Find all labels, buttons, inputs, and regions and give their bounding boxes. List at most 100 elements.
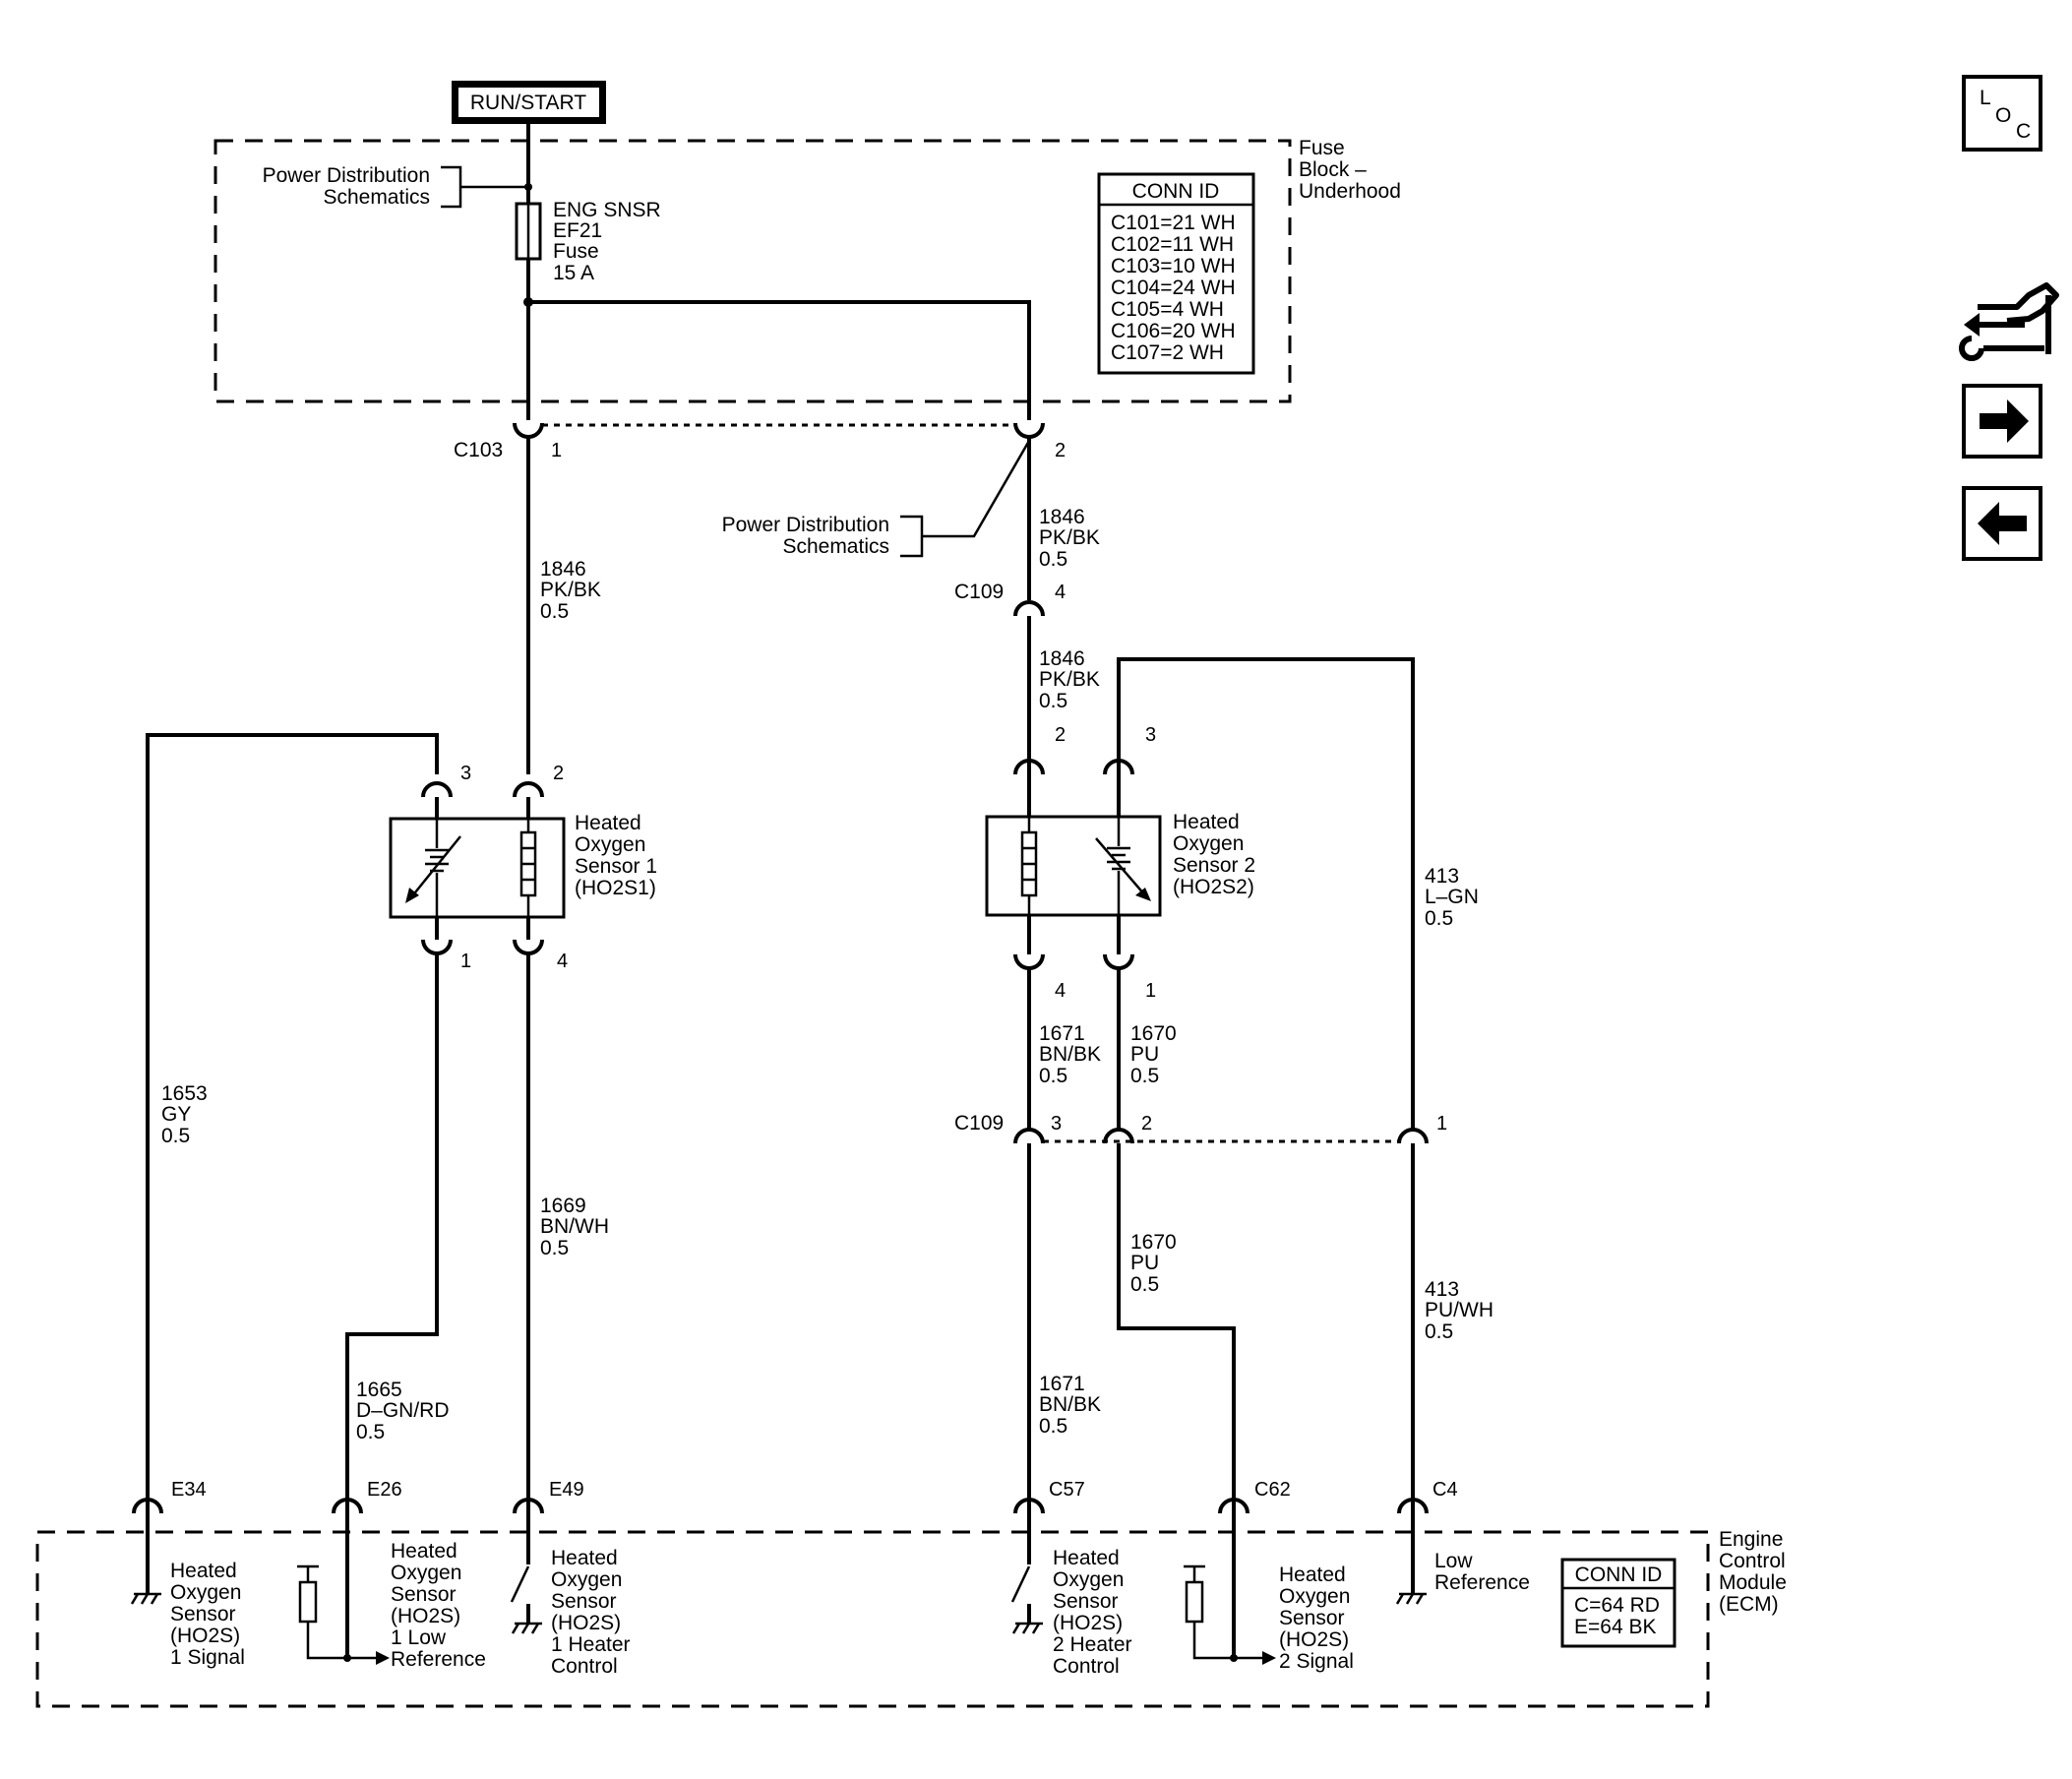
e34-desc: (HO2S) bbox=[170, 1625, 240, 1647]
ecm-border bbox=[35, 1530, 1710, 1708]
wire-label-1669: 1669 BN/WH 0.5 bbox=[540, 1195, 609, 1259]
heater-element-icon bbox=[519, 819, 537, 917]
ecm-pin-c57: C57 bbox=[1049, 1479, 1085, 1501]
ecm-pin-e34: E34 bbox=[171, 1479, 207, 1501]
e26-desc: 1 Low bbox=[391, 1626, 447, 1649]
wire-color: PU/WH bbox=[1425, 1299, 1493, 1321]
ecm-pin-e49: E49 bbox=[549, 1479, 584, 1501]
e26-desc: (HO2S) bbox=[391, 1605, 460, 1627]
component-locator-icon[interactable] bbox=[1959, 282, 2059, 361]
s1-pin-2: 2 bbox=[553, 763, 564, 784]
c103-label: C103 bbox=[454, 439, 503, 461]
wire-label-413-a: 413 L–GN 0.5 bbox=[1425, 865, 1479, 930]
wire-gauge: 0.5 bbox=[1130, 1273, 1159, 1296]
c103-pin-2: 2 bbox=[1055, 440, 1066, 461]
c62-desc: Oxygen bbox=[1279, 1585, 1350, 1608]
run-start-text: RUN/START bbox=[470, 92, 586, 114]
c57-desc: Oxygen bbox=[1053, 1568, 1124, 1591]
ground-icon bbox=[1395, 1592, 1427, 1605]
wire-gauge: 0.5 bbox=[161, 1125, 190, 1147]
sensor-element-icon bbox=[1095, 817, 1151, 915]
wire-1653 bbox=[146, 733, 439, 1545]
wire-number: 1670 bbox=[1130, 1022, 1177, 1045]
ecm-conn-id-table: CONN ID C=64 RD E=64 BK bbox=[1560, 1558, 1676, 1648]
e34-desc: Heated bbox=[170, 1560, 237, 1582]
ecm-pins: E34 E26 E49 C57 C62 C4 bbox=[132, 1479, 1458, 1514]
e34-desc: Oxygen bbox=[170, 1581, 241, 1604]
wire-color: BN/BK bbox=[1039, 1043, 1101, 1066]
sensor-element-icon bbox=[405, 819, 461, 917]
connector-c103: C103 1 2 bbox=[454, 422, 1066, 461]
fuse-block-conn-id-table: CONN ID C101=21 WH C102=11 WH C103=10 WH… bbox=[1097, 172, 1255, 375]
wire-color: PU bbox=[1130, 1252, 1159, 1274]
wire-label-1670-a: 1670 PU 0.5 bbox=[1130, 1022, 1177, 1087]
ground-icon bbox=[130, 1592, 161, 1605]
conn-id-item: C102=11 WH bbox=[1111, 233, 1234, 256]
wire-fuse-to-c103-2 bbox=[528, 300, 1031, 420]
wire-color: BN/BK bbox=[1039, 1393, 1101, 1416]
e26-desc: Reference bbox=[391, 1648, 486, 1671]
e49-circuit: Heated Oxygen Sensor (HO2S) 1 Heater Con… bbox=[510, 1532, 631, 1678]
c62-circuit: Heated Oxygen Sensor (HO2S) 2 Signal bbox=[1184, 1532, 1354, 1673]
c57-desc: Heated bbox=[1053, 1547, 1120, 1569]
e34-desc: 1 Signal bbox=[170, 1646, 245, 1669]
back-arrow-icon[interactable] bbox=[1962, 486, 2042, 561]
wire-label-1671-a: 1671 BN/BK 0.5 bbox=[1039, 1022, 1101, 1087]
c62-desc: Heated bbox=[1279, 1564, 1346, 1586]
ecm-label-line: (ECM) bbox=[1719, 1593, 1779, 1616]
c109-pin-2: 2 bbox=[1141, 1113, 1152, 1135]
wire-color: D–GN/RD bbox=[356, 1399, 450, 1422]
c109-bottom-label: C109 bbox=[954, 1112, 1004, 1135]
wire-1665 bbox=[345, 954, 439, 1545]
c109-top-label: C109 bbox=[954, 581, 1004, 603]
wire-number: 1669 bbox=[540, 1195, 586, 1217]
ecm-pin-c62: C62 bbox=[1254, 1479, 1291, 1501]
fuse-block-border bbox=[213, 139, 1292, 403]
run-start-label: RUN/START bbox=[452, 81, 606, 124]
fuse-block-label: Fuse Block – Underhood bbox=[1299, 137, 1401, 203]
loc-icon[interactable]: L O C bbox=[1962, 75, 2042, 152]
wire-label-413-b: 413 PU/WH 0.5 bbox=[1425, 1278, 1493, 1343]
e26-desc: Sensor bbox=[391, 1583, 457, 1606]
s1-pin-1: 1 bbox=[460, 951, 471, 972]
ecm-conn-id-item: C=64 RD bbox=[1574, 1594, 1660, 1617]
wire-number: 413 bbox=[1425, 865, 1459, 888]
e49-desc: Control bbox=[551, 1655, 618, 1678]
c4-desc: Low bbox=[1434, 1550, 1473, 1572]
resistor-icon bbox=[1185, 1580, 1204, 1624]
c57-desc: 2 Heater bbox=[1053, 1633, 1132, 1656]
ecm-conn-id-item: E=64 BK bbox=[1574, 1616, 1656, 1638]
conn-id-item: C104=24 WH bbox=[1111, 276, 1236, 299]
fuse-block-label-1: Fuse bbox=[1299, 137, 1345, 159]
wire-label-1671-b: 1671 BN/BK 0.5 bbox=[1039, 1373, 1101, 1438]
arrow-icon bbox=[376, 1651, 390, 1665]
power-distribution-ref-mid: Power Distribution Schematics bbox=[722, 440, 1031, 558]
next-arrow-icon[interactable] bbox=[1962, 384, 2042, 459]
fuse-label-2: EF21 bbox=[553, 219, 602, 242]
c109-pin-1: 1 bbox=[1436, 1113, 1447, 1135]
wire-gauge: 0.5 bbox=[356, 1421, 385, 1443]
e26-circuit: Heated Oxygen Sensor (HO2S) 1 Low Refere… bbox=[297, 1532, 486, 1671]
c57-desc: (HO2S) bbox=[1053, 1612, 1123, 1634]
e26-desc: Oxygen bbox=[391, 1562, 461, 1584]
sensor1-label: (HO2S1) bbox=[575, 877, 656, 899]
c4-circuit: Low Reference bbox=[1395, 1532, 1530, 1605]
sensor1-label: Oxygen bbox=[575, 833, 645, 856]
wire-gauge: 0.5 bbox=[1425, 1320, 1453, 1343]
wire-label-1846-b: 1846 PK/BK 0.5 bbox=[1039, 506, 1100, 571]
e49-desc: 1 Heater bbox=[551, 1633, 631, 1656]
conn-id-title: CONN ID bbox=[1132, 180, 1220, 203]
sensor1-label: Sensor 1 bbox=[575, 855, 657, 878]
fuse-block-label-3: Underhood bbox=[1299, 180, 1401, 203]
wire-label-1846-c: 1846 PK/BK 0.5 bbox=[1039, 647, 1100, 712]
c62-desc: Sensor bbox=[1279, 1607, 1345, 1629]
ground-icon bbox=[511, 1622, 542, 1634]
e49-desc: Oxygen bbox=[551, 1568, 622, 1591]
wire-gauge: 0.5 bbox=[1039, 548, 1067, 571]
wire-gauge: 0.5 bbox=[1039, 690, 1067, 712]
wire-number: 1846 bbox=[1039, 647, 1085, 670]
ecm-label: Engine Control Module (ECM) bbox=[1719, 1528, 1787, 1616]
sensor2-label: Sensor 2 bbox=[1173, 854, 1255, 877]
wire-color: PK/BK bbox=[1039, 526, 1100, 549]
power-distribution-ref-top: Power Distribution Schematics bbox=[263, 164, 532, 209]
